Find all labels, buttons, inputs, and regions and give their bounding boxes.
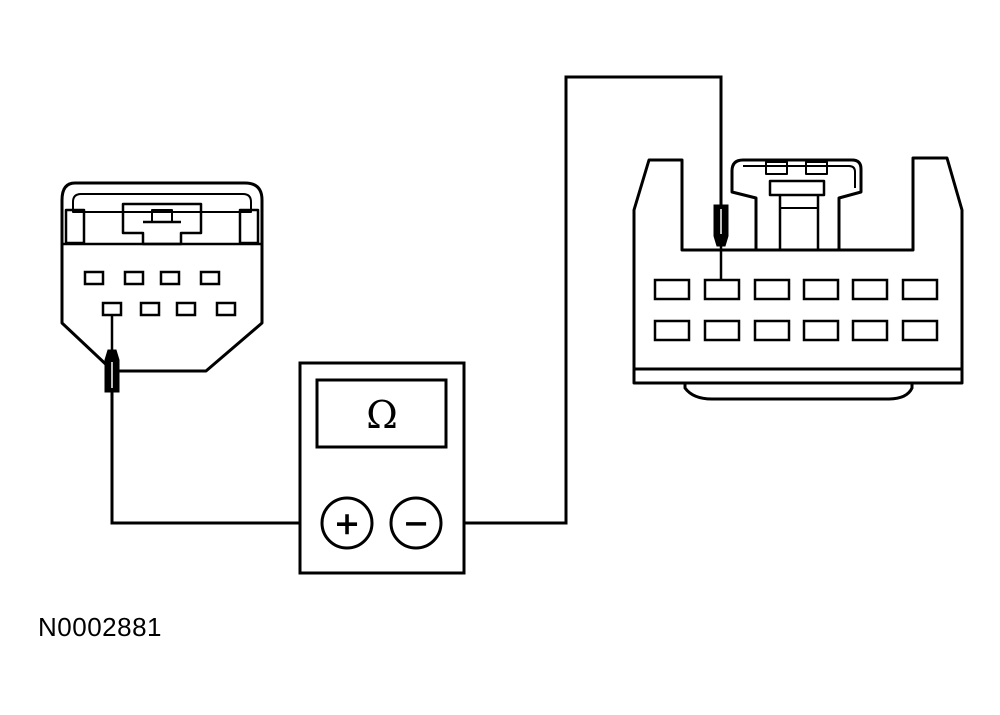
cavity: [139, 301, 161, 317]
cavity: [653, 319, 691, 342]
ohmmeter: Ω + −: [298, 361, 466, 575]
cavity: [199, 270, 221, 286]
negative-sign: −: [403, 504, 430, 542]
right-connector-cavities: [653, 278, 939, 342]
negative-terminal[interactable]: [389, 496, 443, 550]
cavity: [753, 319, 791, 342]
positive-sign: +: [334, 504, 361, 542]
cavity-probed: [101, 301, 123, 317]
figure-reference: N0002881: [38, 612, 162, 642]
cavity: [215, 301, 237, 317]
cavity: [802, 319, 840, 342]
ohm-symbol: Ω: [366, 393, 398, 437]
negative-test-lead: [441, 75, 723, 525]
cavity: [802, 278, 840, 301]
cavity: [901, 278, 939, 301]
positive-terminal[interactable]: [320, 496, 374, 550]
left-connector-cavities: [83, 270, 237, 317]
cavity: [851, 278, 889, 301]
cavity: [653, 278, 691, 301]
left-probe: [104, 315, 120, 393]
cavity: [753, 278, 791, 301]
meter-display: [315, 378, 448, 449]
cavity: [703, 319, 741, 342]
right-probe: [713, 204, 729, 280]
cavity: [851, 319, 889, 342]
cavity: [123, 270, 145, 286]
cavity: [83, 270, 105, 286]
cavity-probed: [703, 278, 741, 301]
cavity: [175, 301, 197, 317]
cavity: [901, 319, 939, 342]
left-connector: [60, 181, 264, 373]
positive-test-lead: [110, 392, 322, 525]
right-connector: [632, 156, 964, 401]
cavity: [159, 270, 181, 286]
